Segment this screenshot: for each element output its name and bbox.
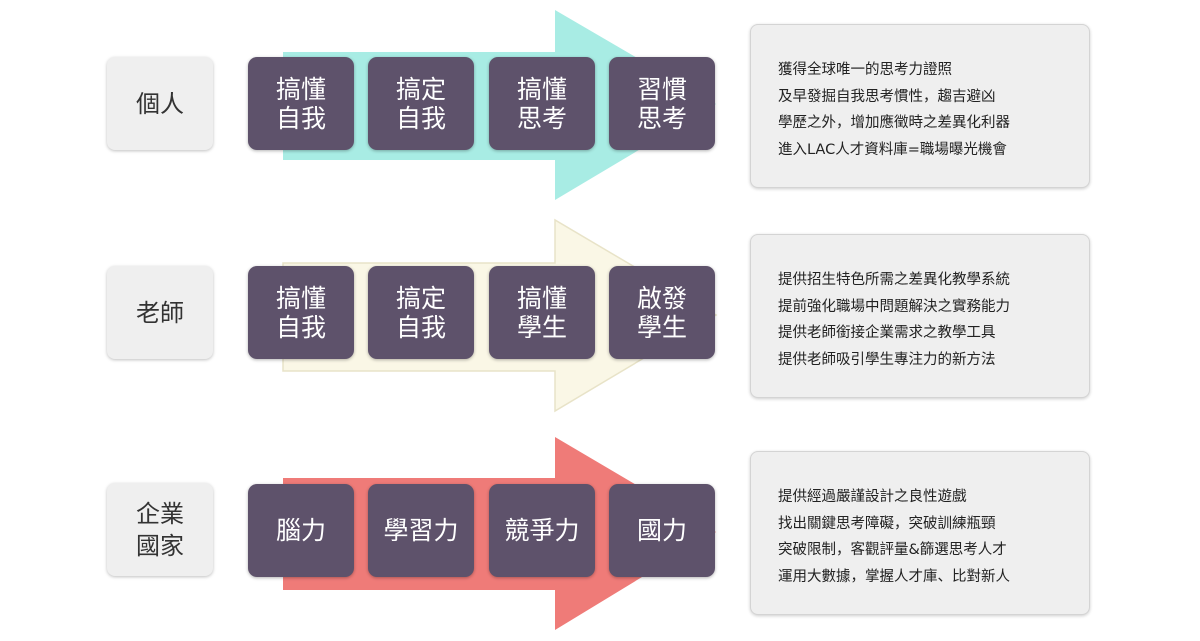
row-label-individual: 個人 — [107, 57, 213, 150]
benefit-item: 突破限制，客觀評量&篩選思考人才 — [778, 542, 1007, 558]
step-box: 搞懂 自我 — [248, 266, 354, 359]
benefit-item: 提供老師吸引學生專注力的新方法 — [778, 351, 996, 368]
step-box: 國力 — [609, 484, 715, 577]
benefit-item: 找出關鍵思考障礙，突破訓練瓶頸 — [778, 515, 996, 532]
row-label-teacher: 老師 — [107, 266, 213, 359]
benefit-item: 進入LAC人才資料庫=職場曝光機會 — [778, 141, 1007, 158]
row-label-enterprise: 企業 國家 — [107, 483, 213, 576]
benefit-item: 提供經過嚴謹設計之良性遊戲 — [778, 489, 967, 505]
step-box: 搞定 自我 — [368, 57, 474, 150]
benefit-item: 提供老師銜接企業需求之教學工具 — [778, 325, 996, 341]
benefit-item: 提前強化職場中問題解決之實務能力 — [778, 298, 1010, 315]
benefits-teacher: 提供招生特色所需之差異化教學系統 提前強化職場中問題解決之實務能力 提供老師銜接… — [750, 234, 1090, 398]
step-box: 搞定 自我 — [368, 266, 474, 359]
step-box: 搞懂 自我 — [248, 57, 354, 150]
benefit-item: 及早發掘自我思考慣性，趨吉避凶 — [778, 88, 996, 105]
benefit-item: 學歷之外，增加應徵時之差異化利器 — [778, 115, 1010, 131]
benefit-item: 獲得全球唯一的思考力證照 — [778, 62, 952, 78]
step-box: 腦力 — [248, 484, 354, 577]
step-box: 啟發 學生 — [609, 266, 715, 359]
step-box: 習慣 思考 — [609, 57, 715, 150]
step-box: 競爭力 — [489, 484, 595, 577]
benefits-individual: 獲得全球唯一的思考力證照 及早發掘自我思考慣性，趨吉避凶 學歷之外，增加應徵時之… — [750, 24, 1090, 188]
benefit-item: 提供招生特色所需之差異化教學系統 — [778, 272, 1010, 288]
step-box: 搞懂 學生 — [489, 266, 595, 359]
step-box: 搞懂 思考 — [489, 57, 595, 150]
benefit-item: 運用大數據，掌握人才庫、比對新人 — [778, 568, 1010, 585]
benefits-enterprise: 提供經過嚴謹設計之良性遊戲 找出關鍵思考障礙，突破訓練瓶頸 突破限制，客觀評量&… — [750, 451, 1090, 615]
step-box: 學習力 — [368, 484, 474, 577]
